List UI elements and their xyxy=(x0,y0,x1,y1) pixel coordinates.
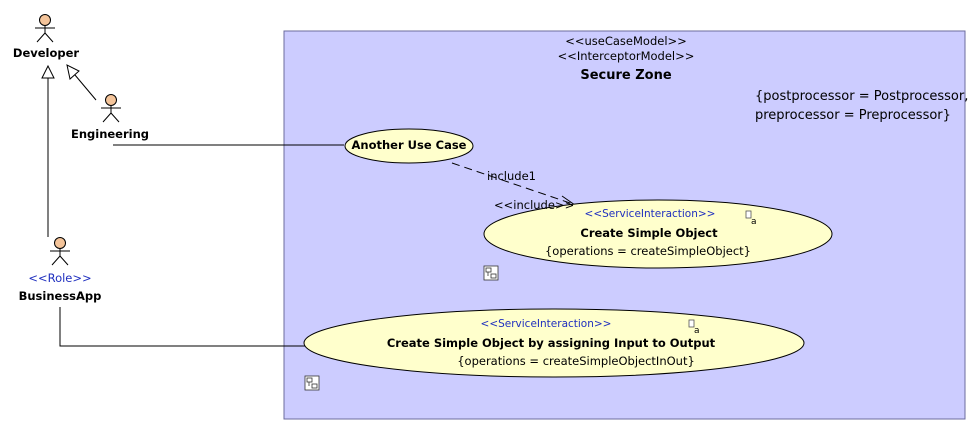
actor-developer-label: Developer xyxy=(12,46,80,60)
usecase-create-inout-tags: {operations = createSimpleObjectInOut} xyxy=(457,354,695,368)
element-link-icon[interactable]: a xyxy=(688,319,700,336)
usecase-create-simple-stereotype: <<ServiceInteraction>> xyxy=(584,208,716,220)
actor-engineering-label: Engineering xyxy=(70,127,150,141)
actor-businessapp-label: BusinessApp xyxy=(18,289,102,303)
svg-text:a: a xyxy=(751,217,757,227)
usecase-create-simple-object[interactable] xyxy=(483,199,833,269)
diagram-link-icon[interactable] xyxy=(304,375,320,391)
usecase-another-label: Another Use Case xyxy=(351,138,467,152)
usecase-create-inout-label: Create Simple Object by assigning Input … xyxy=(386,336,716,350)
generalization-arrow-icon xyxy=(66,64,80,80)
zone-stereotype-usecasemodel: <<useCaseModel>> xyxy=(565,34,687,48)
zone-title: Secure Zone xyxy=(580,68,672,83)
usecase-create-simple-object-inout[interactable] xyxy=(303,308,805,378)
actor-businessapp-stereotype: <<Role>> xyxy=(28,271,92,285)
include-relation-stereotype: <<include>> xyxy=(494,198,575,212)
element-link-icon[interactable]: a xyxy=(745,210,757,227)
diagram-link-icon[interactable] xyxy=(483,265,499,281)
usecase-another[interactable] xyxy=(344,128,474,164)
usecase-create-inout-stereotype: <<ServiceInteraction>> xyxy=(480,318,612,330)
zone-tagged-value-preprocessor: preprocessor = Preprocessor} xyxy=(755,108,951,123)
svg-text:a: a xyxy=(694,326,700,336)
usecase-create-simple-label: Create Simple Object xyxy=(580,226,718,240)
zone-stereotype-interceptormodel: <<InterceptorModel>> xyxy=(557,49,695,63)
actor-developer-icon[interactable] xyxy=(35,14,55,43)
usecase-create-simple-tags: {operations = createSimpleObject} xyxy=(544,244,752,258)
actor-engineering-icon[interactable] xyxy=(101,94,121,123)
generalization-arrow-icon xyxy=(41,64,55,79)
actor-businessapp-icon[interactable] xyxy=(50,237,70,266)
include-dependency-line[interactable] xyxy=(451,162,574,205)
generalization-engineering-developer[interactable] xyxy=(74,74,97,101)
include-relation-name: include1 xyxy=(487,169,536,183)
zone-tagged-value-postprocessor: {postprocessor = Postprocessor, xyxy=(755,89,969,104)
association-businessapp-create-inout[interactable] xyxy=(59,307,306,347)
